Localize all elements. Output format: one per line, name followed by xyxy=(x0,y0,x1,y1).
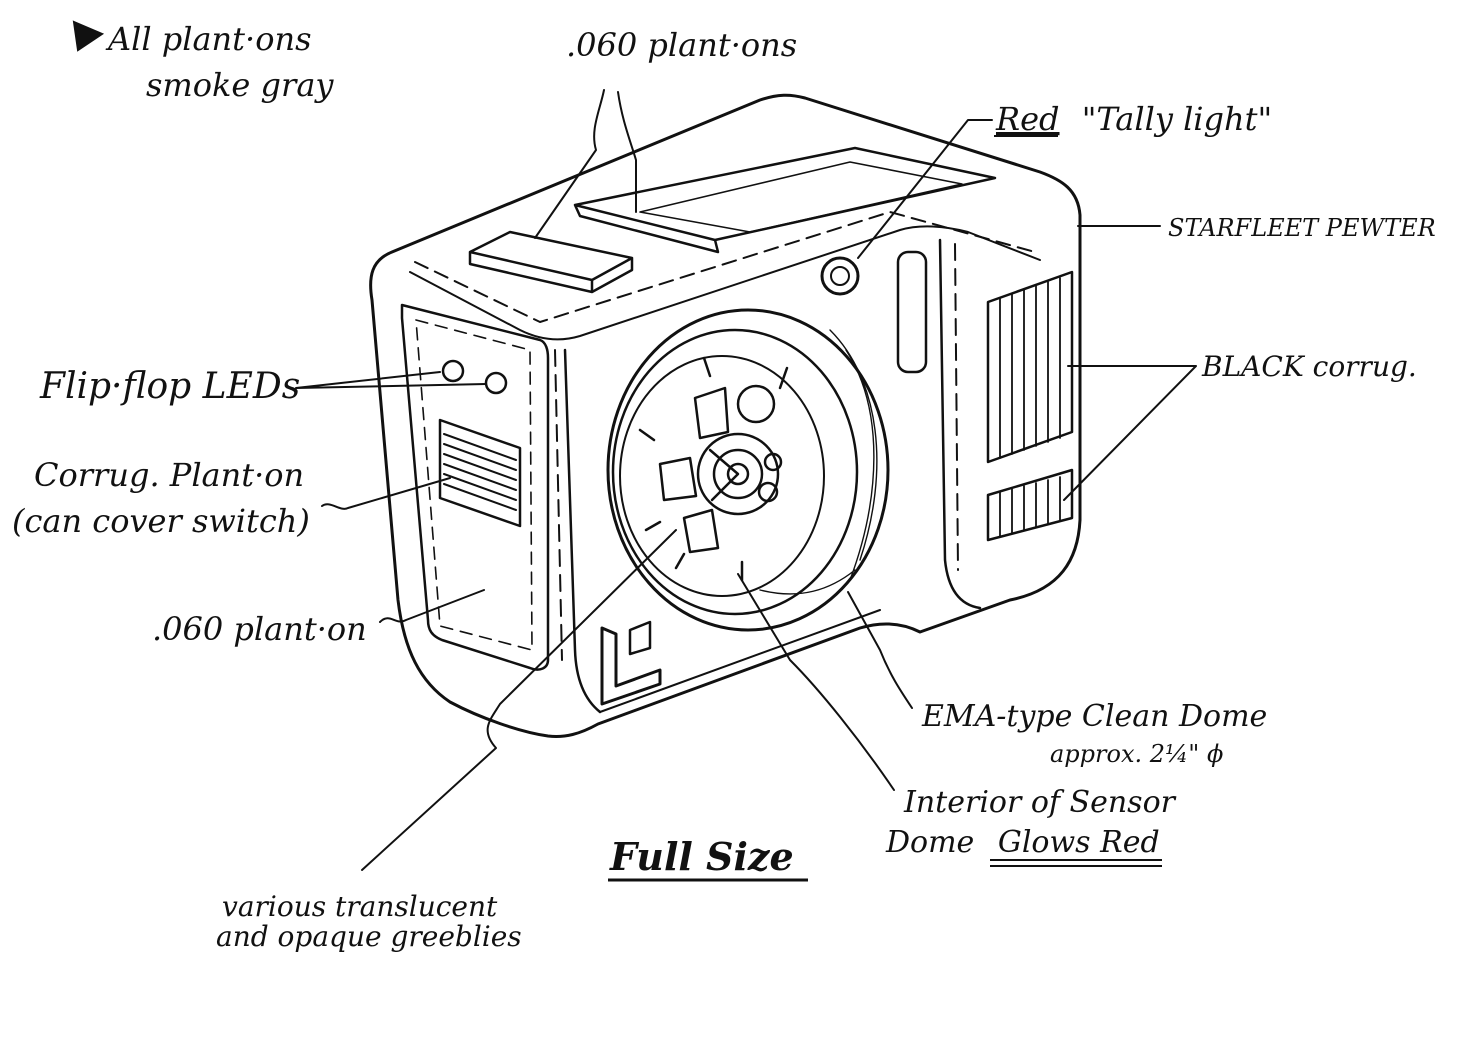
top-planton-left xyxy=(468,230,634,294)
led-left xyxy=(441,359,465,383)
sensor-device-drawing xyxy=(369,93,1082,738)
leader-black-corrug xyxy=(1063,365,1197,501)
top-planton-right xyxy=(573,146,997,254)
note-plantons-top: .060 plant·ons xyxy=(566,26,797,64)
note-interior-line1: Interior of Sensor xyxy=(903,785,1177,820)
note-ema-dome-line1: EMA-type Clean Dome xyxy=(921,699,1267,734)
body-outline xyxy=(369,93,1082,738)
leader-plantons-top xyxy=(534,89,637,239)
note-greeblies-line1: various translucent xyxy=(222,890,498,923)
front-bottom-edge xyxy=(599,609,881,713)
leader-ema-dome xyxy=(847,591,913,709)
note-black-corrug: BLACK corrug. xyxy=(1201,350,1417,383)
side-slot xyxy=(896,250,928,374)
note-tally-red: Red xyxy=(995,100,1060,138)
corrug-ribs xyxy=(999,277,1061,537)
dome-outer xyxy=(606,308,890,632)
arrow-marker xyxy=(72,20,105,52)
corrug-band-upper xyxy=(986,270,1074,464)
dome-highlight xyxy=(759,329,878,595)
note-tally-rest: "Tally light" xyxy=(1082,100,1273,138)
dome-greeblies xyxy=(658,384,783,554)
front-left-dashed xyxy=(554,349,563,661)
note-tally-light: Red "Tally light" xyxy=(995,100,1272,138)
leader-corrug-planton xyxy=(321,477,451,510)
note-flipflop-leds: Flip·flop LEDs xyxy=(39,366,300,407)
note-corrug-planton-line2: (can cover switch) xyxy=(12,502,310,540)
note-ema-dome-line2: approx. 2¼" ϕ xyxy=(1050,740,1223,768)
leader-tally-light xyxy=(857,119,993,259)
top-face-edge xyxy=(409,225,1041,341)
side-planton-panel xyxy=(400,303,550,671)
leader-greeblies xyxy=(361,529,677,871)
l-mark xyxy=(600,626,662,706)
dome-ticks xyxy=(638,356,789,582)
note-glows-red: Glows Red xyxy=(998,825,1160,860)
front-right-dashed xyxy=(954,243,959,571)
tally-light xyxy=(820,256,860,296)
note-interior-dome: Dome xyxy=(885,825,974,860)
note-all-plantons-line1: All plant·ons xyxy=(105,20,311,58)
note-starfleet-pewter: STARFLEET PEWTER xyxy=(1168,214,1436,242)
front-right-edge xyxy=(938,238,982,610)
corrug-band-lower xyxy=(986,468,1074,542)
note-interior-line2: Dome Glows Red xyxy=(885,825,1160,860)
note-planton-side: .060 plant·on xyxy=(152,610,367,648)
top-planton-inner xyxy=(639,161,963,233)
annotations: All plant·ons smoke gray .060 plant·ons … xyxy=(12,20,1436,953)
leader-flipflop-leds xyxy=(295,371,487,389)
dome-ring xyxy=(611,328,859,616)
note-corrug-planton-line1: Corrug. Plant·on xyxy=(34,456,304,494)
l-mark-square xyxy=(628,620,652,656)
note-greeblies-line2: and opaque greeblies xyxy=(216,920,522,953)
front-left-edge xyxy=(563,348,602,714)
full-size-title: Full Size xyxy=(609,834,794,879)
side-corrug-frame xyxy=(438,418,522,528)
leader-lines xyxy=(295,89,1197,871)
tally-light-inner xyxy=(830,266,850,286)
leader-interior-dome xyxy=(737,573,895,791)
led-right xyxy=(484,371,508,395)
side-corrug-ribs xyxy=(443,433,517,511)
leader-planton-side xyxy=(379,589,485,623)
note-all-plantons-line2: smoke gray xyxy=(146,66,334,104)
top-dashed-seam xyxy=(414,211,1036,323)
dome-inner-ring xyxy=(619,355,825,597)
